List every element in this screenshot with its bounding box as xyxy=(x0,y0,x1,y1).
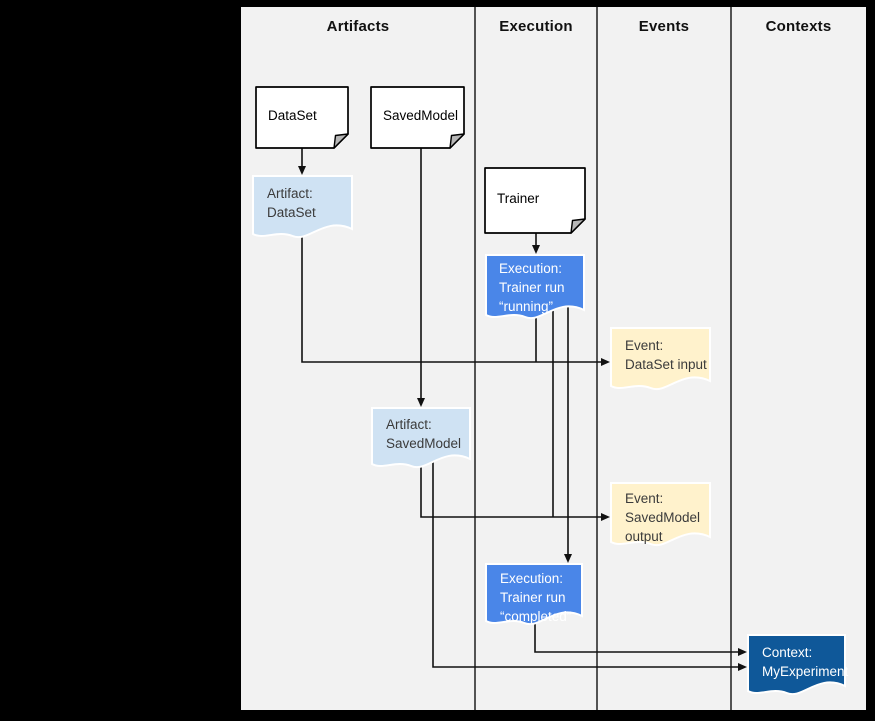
node-text: “completed” xyxy=(500,609,572,624)
node-label-event-savedmodel-output: Event: SavedModel output xyxy=(625,489,700,546)
node-text: Trainer run xyxy=(499,280,565,295)
node-text: DataSet xyxy=(267,205,316,220)
node-text: SavedModel xyxy=(386,436,462,451)
node-label-event-dataset-input: Event: DataSet input xyxy=(625,336,707,374)
node-label-trainer: Trainer xyxy=(497,168,539,228)
node-label-execution-completed: Execution: Trainer run “completed” xyxy=(500,569,571,626)
node-text: Event: xyxy=(625,491,664,506)
node-text: Artifact: xyxy=(386,417,432,432)
node-text: DataSet input xyxy=(625,357,707,372)
node-text: Execution: xyxy=(500,571,564,586)
node-text: Artifact: xyxy=(267,186,313,201)
column-header-contexts: Contexts xyxy=(765,18,832,35)
column-header-events: Events xyxy=(638,18,690,35)
node-text: Event: xyxy=(625,338,664,353)
node-text: Context: xyxy=(762,645,813,660)
node-label-context-myexperiment: Context: MyExperiment xyxy=(762,643,848,681)
node-text: output xyxy=(625,529,663,544)
node-text: Trainer xyxy=(497,190,540,206)
node-text: MyExperiment xyxy=(762,664,849,679)
node-text: DataSet xyxy=(268,107,317,123)
node-label-execution-running: Execution: Trainer run “running” xyxy=(499,259,565,316)
column-header-artifacts: Artifacts xyxy=(326,18,390,35)
node-label-artifact-savedmodel: Artifact: SavedModel xyxy=(386,415,461,453)
node-label-savedmodel: SavedModel xyxy=(383,87,458,143)
node-label-artifact-dataset: Artifact: DataSet xyxy=(267,184,316,222)
node-text: Trainer run xyxy=(500,590,566,605)
node-label-dataset: DataSet xyxy=(268,87,317,143)
node-text: SavedModel xyxy=(625,510,701,525)
column-header-execution: Execution xyxy=(499,18,573,35)
node-text: SavedModel xyxy=(383,107,459,123)
node-text: Execution: xyxy=(499,261,563,276)
node-text: “running” xyxy=(499,299,554,314)
